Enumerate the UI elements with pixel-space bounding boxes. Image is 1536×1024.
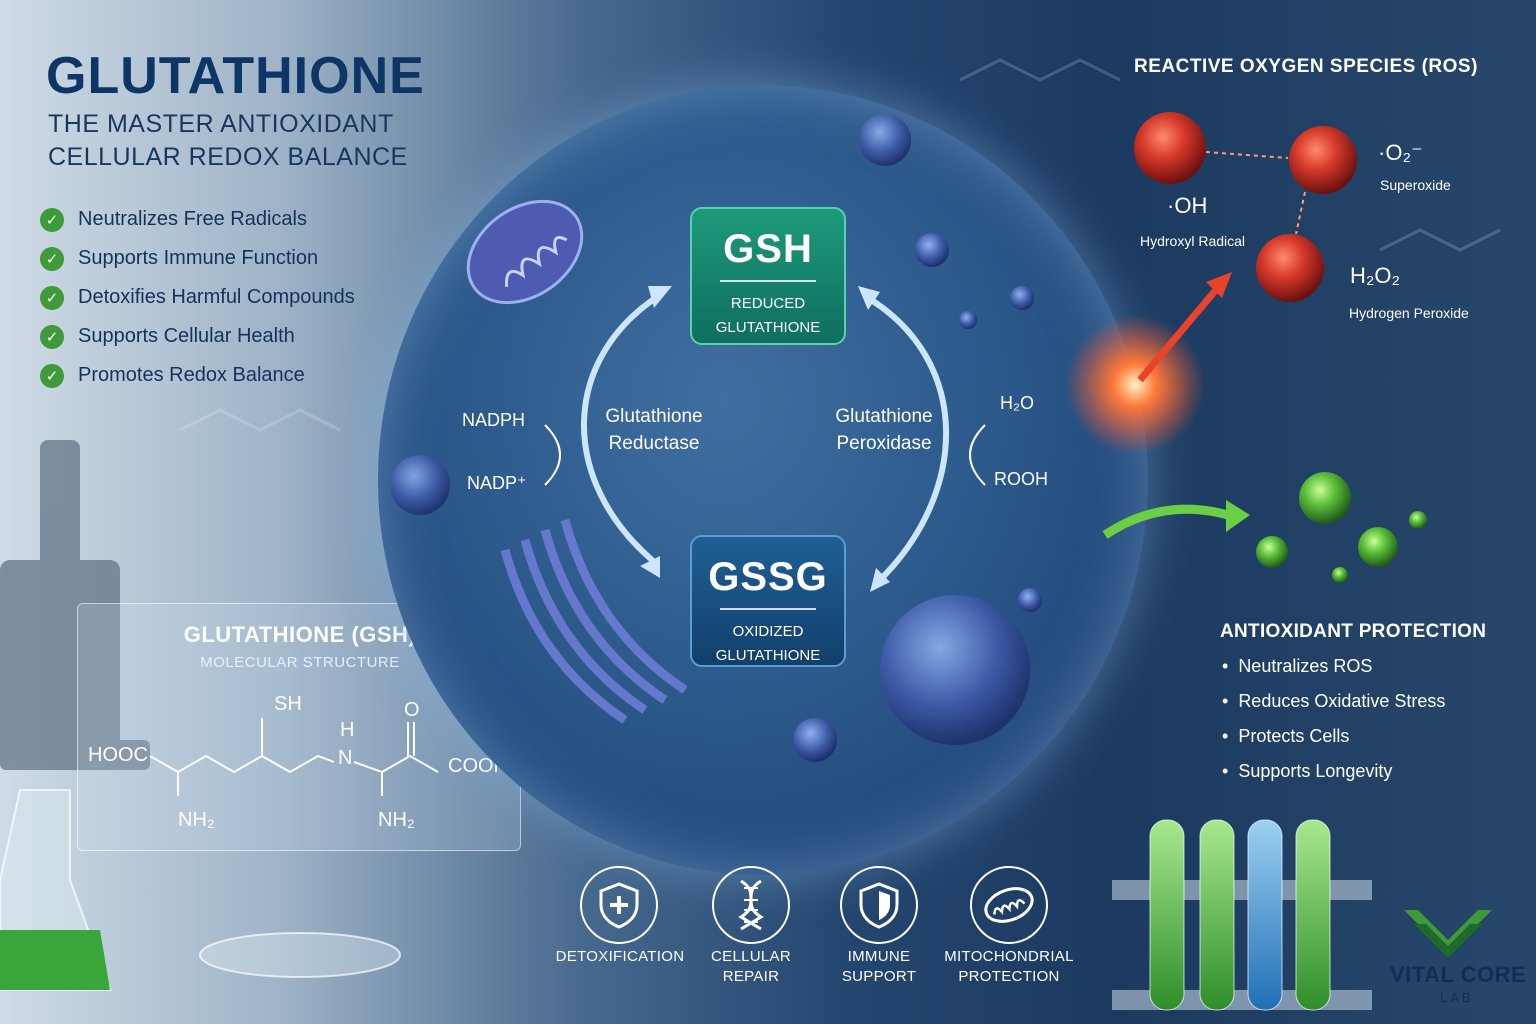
mol-label-n: N: [338, 747, 352, 769]
feature-line1: CELLULAR: [711, 948, 791, 965]
antioxidant-protection-title: ANTIOXIDANT PROTECTION: [1220, 621, 1487, 642]
ros-title: REACTIVE OXYGEN SPECIES (ROS): [1134, 56, 1478, 77]
feature-line1: IMMUNE: [847, 948, 911, 965]
feature-immune-support: [840, 866, 918, 944]
benefits-list: ✓ Neutralizes Free Radicals ✓ Supports Imm…: [40, 200, 355, 395]
gssg-sub1: OXIDIZED: [732, 623, 804, 640]
feature-label-cellular-repair: CELLULAR REPAIR: [686, 947, 816, 987]
right-enzyme-line1: Glutathione: [835, 406, 933, 427]
protection-item: Supports Longevity: [1222, 761, 1445, 796]
benefit-text: Supports Cellular Health: [78, 325, 295, 347]
divider: [720, 280, 816, 282]
protection-item: Reduces Oxidative Stress: [1222, 691, 1445, 726]
benefit-text: Promotes Redox Balance: [78, 364, 305, 386]
ros-name-superoxide: Superoxide: [1380, 177, 1451, 193]
ros-name-hydroxyl: Hydroxyl Radical: [1140, 233, 1246, 249]
cofactor-nadph: NADPH: [462, 410, 526, 430]
benefit-item: ✓ Detoxifies Harmful Compounds: [40, 278, 355, 317]
shield-icon: [840, 866, 918, 944]
benefit-item: ✓ Promotes Redox Balance: [40, 356, 355, 395]
protection-item: Neutralizes ROS: [1222, 656, 1445, 691]
page-subtitle-line1: THE MASTER ANTIOXIDANT: [48, 110, 394, 138]
gssg-box: GSSG OXIDIZED GLUTATHIONE: [690, 535, 846, 667]
dna-icon: [712, 866, 790, 944]
gssg-label: GSSG: [708, 555, 828, 599]
mol-label-hooc: HOOC: [88, 744, 148, 766]
feature-label-immune-support: IMMUNE SUPPORT: [814, 947, 944, 987]
vesicle-icon: [390, 114, 1042, 762]
brand-sub: LAB: [1440, 990, 1474, 1005]
gsh-box: GSH REDUCED GLUTATHIONE: [690, 207, 846, 345]
feature-line2: REPAIR: [722, 968, 780, 985]
brand-logo-icon: [1404, 910, 1492, 958]
right-cycle-arrow: [865, 295, 949, 583]
benefit-text: Detoxifies Harmful Compounds: [78, 286, 355, 308]
check-icon: ✓: [40, 363, 64, 388]
molecule-title: GLUTATHIONE (GSH): [183, 622, 417, 647]
mitochondria-icon: [970, 866, 1048, 944]
mol-label-nh2-right: NH₂: [378, 809, 415, 831]
golgi-icon: [500, 518, 688, 724]
ros-molecules-icon: [1134, 112, 1357, 302]
feature-detoxification: [580, 866, 658, 944]
mol-label-o: O: [404, 699, 420, 721]
protection-item: Protects Cells: [1222, 726, 1445, 761]
ros-symbol-hydroxyl: ·OH: [1167, 193, 1208, 218]
molecule-subtitle: MOLECULAR STRUCTURE: [200, 654, 400, 671]
feature-label-mitochondrial-protection: MITOCHONDRIAL PROTECTION: [935, 947, 1083, 987]
cofactor-rooh: ROOH: [994, 469, 1048, 489]
antioxidant-molecules-icon: [1256, 472, 1427, 583]
page-title: GLUTATHIONE: [46, 47, 425, 105]
benefit-text: Supports Immune Function: [78, 247, 319, 269]
page-subtitle-line2: CELLULAR REDOX BALANCE: [48, 143, 408, 171]
ros-arrow: [1137, 282, 1223, 383]
feature-label-detoxification: DETOXIFICATION: [555, 948, 685, 965]
check-icon: ✓: [40, 324, 64, 349]
ros-symbol-superoxide: ·O₂⁻: [1378, 140, 1423, 165]
feature-cellular-repair: [712, 866, 790, 944]
left-enzyme-label: Glutathione Reductase: [598, 403, 710, 457]
check-icon: ✓: [40, 246, 64, 271]
feature-line2: PROTECTION: [958, 968, 1060, 985]
ros-name-peroxide: Hydrogen Peroxide: [1349, 305, 1469, 321]
benefit-item: ✓ Supports Immune Function: [40, 239, 355, 278]
check-icon: ✓: [40, 207, 64, 232]
feature-line2: SUPPORT: [841, 968, 917, 985]
divider: [720, 608, 816, 610]
left-enzyme-line2: Reductase: [608, 433, 700, 454]
mol-label-h: H: [340, 719, 354, 741]
benefit-text: Neutralizes Free Radicals: [78, 208, 307, 230]
cofactor-nadp: NADP⁺: [467, 473, 527, 493]
feature-mitochondrial-protection: [970, 866, 1048, 944]
gsh-sub1: REDUCED: [730, 295, 806, 312]
check-icon: ✓: [40, 285, 64, 310]
cofactor-h2o: H₂O: [1000, 393, 1034, 413]
gssg-sub2: GLUTATHIONE: [715, 647, 821, 664]
mol-label-nh2-left: NH₂: [178, 809, 215, 831]
ros-symbol-peroxide: H₂O₂: [1350, 263, 1401, 288]
nucleus-icon: [880, 595, 1030, 745]
feature-line1: MITOCHONDRIAL: [944, 948, 1074, 965]
shield-cross-icon: [580, 866, 658, 944]
benefit-item: ✓ Neutralizes Free Radicals: [40, 200, 355, 239]
left-enzyme-line1: Glutathione: [605, 406, 703, 427]
right-enzyme-label: Glutathione Peroxidase: [828, 403, 940, 457]
protection-arrow: [1102, 504, 1237, 539]
right-enzyme-line2: Peroxidase: [836, 433, 932, 454]
brand-name: VITAL CORE: [1390, 962, 1527, 987]
mitochondrion-icon: [466, 199, 584, 305]
antioxidant-protection-list: Neutralizes ROS Reduces Oxidative Stress…: [1222, 656, 1445, 796]
left-cycle-arrow: [581, 292, 663, 563]
benefit-item: ✓ Supports Cellular Health: [40, 317, 355, 356]
oxidative-burst-icon: [1065, 315, 1205, 455]
mol-label-sh: SH: [274, 693, 302, 715]
gsh-sub2: GLUTATHIONE: [715, 319, 821, 336]
gsh-label: GSH: [723, 227, 813, 271]
